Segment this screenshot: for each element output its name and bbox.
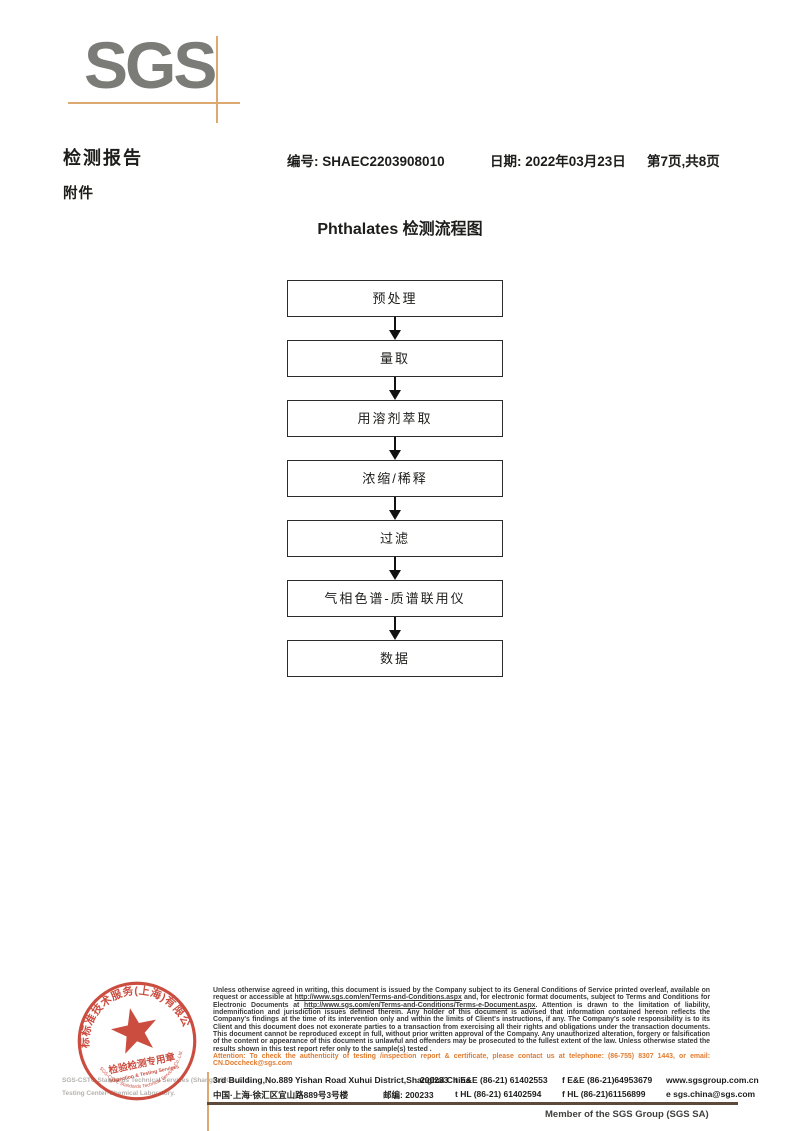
down-arrow-icon xyxy=(389,377,401,400)
legal-text-part1: Unless otherwise agreed in writing, this… xyxy=(213,987,710,1002)
flow-step-solvent-extraction: 用溶剂萃取 xyxy=(287,400,503,437)
footer-separator-vertical xyxy=(207,1072,209,1131)
address-english: 3rd Building,No.889 Yishan Road Xuhui Di… xyxy=(213,1075,471,1085)
legal-text-part3: . Attention is drawn to the limitation o… xyxy=(213,1001,710,1053)
flow-step-data: 数据 xyxy=(287,640,503,677)
legal-disclaimer: Unless otherwise agreed in writing, this… xyxy=(213,987,710,1068)
report-title: 检测报告 xyxy=(63,148,143,168)
attachment-label: 附件 xyxy=(63,186,94,202)
logo-crosshair-horizontal xyxy=(68,102,240,104)
fax-ee: f E&E (86-21)64953679 xyxy=(562,1075,653,1085)
report-number: 编号: SHAEC2203908010 xyxy=(287,154,445,169)
company-dept-text: Testing Center-Chemical Laboratory. xyxy=(62,1090,176,1097)
sgs-group-member-text: Member of the SGS Group (SGS SA) xyxy=(545,1109,709,1120)
telephone-hl: t HL (86-21) 61402594 xyxy=(455,1089,542,1099)
page-indicator: 第7页,共8页 xyxy=(647,154,720,169)
postcode-english: 200233 xyxy=(420,1075,449,1085)
footer-rule xyxy=(207,1102,738,1105)
sgs-logo: SGS xyxy=(84,28,217,102)
down-arrow-icon xyxy=(389,437,401,460)
legal-text-part2: and, for electronic format documents, su… xyxy=(213,994,711,1009)
attention-notice: Attention: To check the authenticity of … xyxy=(213,1053,710,1068)
e-document-terms-url: http://www.sgs.com/en/Terms-and-Conditio… xyxy=(304,1001,536,1009)
down-arrow-icon xyxy=(389,497,401,520)
flow-step-measure: 量取 xyxy=(287,340,503,377)
down-arrow-icon xyxy=(389,317,401,340)
flow-step-pretreatment: 预处理 xyxy=(287,280,503,317)
logo-crosshair-vertical xyxy=(216,36,218,123)
flow-step-filter: 过滤 xyxy=(287,520,503,557)
email-address: e sgs.china@sgs.com xyxy=(666,1089,756,1099)
terms-url: http://www.sgs.com/en/Terms-and-Conditio… xyxy=(294,994,462,1002)
flow-step-concentrate-dilute: 浓缩/稀释 xyxy=(287,460,503,497)
stamp-seal-icon: 通标标准技术服务(上海)有限公司 检验检测专用章 Inspection & Te… xyxy=(55,959,197,1101)
stamp-star-icon xyxy=(110,1008,156,1054)
telephone-ee: t E&E (86-21) 61402553 xyxy=(455,1075,548,1085)
down-arrow-icon xyxy=(389,617,401,640)
down-arrow-icon xyxy=(389,557,401,580)
flowchart-title: Phthalates 检测流程图 xyxy=(317,221,483,238)
flow-step-gcms: 气相色谱-质谱联用仪 xyxy=(287,580,503,617)
report-date: 日期: 2022年03月23日 xyxy=(490,154,626,169)
address-chinese: 中国·上海·徐汇区宜山路889号3号楼 xyxy=(213,1090,349,1100)
inspection-stamp: 通标标准技术服务(上海)有限公司 检验检测专用章 Inspection & Te… xyxy=(55,959,211,1115)
fax-hl: f HL (86-21)61156899 xyxy=(562,1089,646,1099)
website-url: www.sgsgroup.com.cn xyxy=(666,1075,759,1085)
company-name-text: SGS-CSTC Standards Technical Services (S… xyxy=(62,1077,251,1084)
postcode-chinese: 邮编: 200233 xyxy=(383,1090,434,1100)
